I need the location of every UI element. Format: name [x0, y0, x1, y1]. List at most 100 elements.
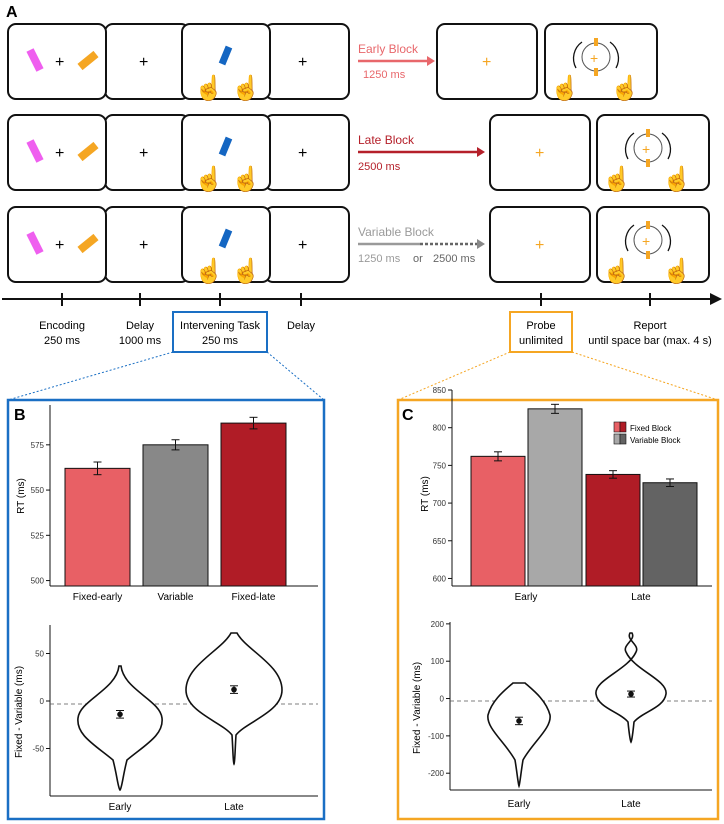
trial-row-variable: + + + ☝ ☝ Variable Block 1250 ms or 2500… [7, 206, 710, 285]
y-tick-label: 50 [35, 650, 44, 659]
rotate-left-arrow [572, 41, 583, 69]
zoom-connector [397, 351, 511, 401]
legend-label: Variable Block [630, 436, 682, 445]
bars [470, 403, 698, 587]
y-tick-label: 650 [433, 537, 447, 546]
x-tick-label: Early [515, 592, 538, 603]
probe-cross: + [535, 145, 544, 162]
orange-bar [77, 141, 99, 162]
fixation-cross: + [139, 145, 148, 162]
bar-late-fixed [585, 473, 641, 587]
x-tick-label: Late [224, 802, 244, 813]
report-cross: + [590, 50, 598, 66]
legend-swatch-fixed-early [613, 421, 621, 433]
right-hand-icon: ☝ [662, 164, 692, 193]
violin-summaries [116, 685, 238, 719]
timeline-label: Intervening Task [180, 320, 260, 332]
y-tick-label: 575 [31, 441, 45, 450]
magenta-bar [26, 48, 44, 72]
report-cross: + [642, 233, 650, 249]
violin-early [487, 682, 551, 789]
block-timing: 2500 ms [433, 253, 476, 265]
fixation-cross: + [139, 54, 148, 71]
timeline-duration: 250 ms [202, 335, 239, 347]
screen-probe [436, 23, 538, 100]
y-tick-label: 700 [433, 499, 447, 508]
task-highlight-box [172, 311, 268, 353]
x-tick-label: Early [508, 799, 531, 810]
zoom-connector [7, 351, 174, 401]
left-hand-icon: ☝ [194, 164, 224, 193]
y-tick-label: 500 [31, 577, 45, 586]
rotate-right-arrow [661, 224, 672, 252]
block-label: Late Block [358, 133, 415, 147]
timeline-arrowhead [710, 293, 722, 305]
bar-early-variable [527, 408, 583, 587]
magenta-bar [26, 139, 44, 163]
y-tick-label: 600 [433, 574, 447, 583]
screen-encoding [7, 23, 107, 100]
violin-late [185, 632, 283, 766]
left-hand-icon: ☝ [194, 256, 224, 285]
y-axis-label: RT (ms) [420, 476, 431, 512]
timeline-label: Encoding [39, 320, 85, 332]
timeline-label: Delay [126, 320, 155, 332]
orange-bar [77, 50, 99, 71]
block-or: or [413, 253, 423, 265]
left-hand-icon: ☝ [550, 73, 580, 102]
timeline: Encoding 250 ms Delay 1000 ms Intervenin… [2, 293, 722, 353]
zoom-connector [266, 351, 325, 401]
y-ticks: 500-50 [32, 650, 50, 754]
blue-bar [218, 45, 233, 66]
bar-fixed-late [220, 422, 287, 587]
right-hand-icon: ☝ [231, 73, 261, 102]
x-tick-labels: Early Late [515, 592, 652, 603]
probe-cross: + [535, 237, 544, 254]
x-tick-label: Early [109, 802, 132, 813]
zoom-connector [571, 351, 719, 401]
panel-label-a: A [6, 4, 18, 21]
panel-b-frame [6, 398, 326, 821]
right-hand-icon: ☝ [231, 164, 261, 193]
legend-label: Fixed Block [630, 424, 672, 433]
bars [64, 416, 287, 587]
left-hand-icon: ☝ [602, 164, 632, 193]
probe-highlight-box [509, 311, 573, 353]
panel-label-c: C [402, 407, 414, 424]
y-tick-label: 850 [433, 386, 447, 395]
violin-early [77, 665, 163, 792]
blue-bar [218, 228, 233, 249]
y-tick-label: 0 [40, 697, 45, 706]
trial-row-late: + + + ☝ ☝ Late Block 2500 ms + + ☝ ☝ [7, 114, 710, 193]
mean-point [231, 686, 237, 693]
y-tick-label: 525 [31, 531, 45, 540]
y-axis-label: RT (ms) [16, 478, 27, 514]
screen-encoding [7, 114, 107, 191]
x-tick-labels: Early Late [109, 802, 245, 813]
left-hand-icon: ☝ [602, 256, 632, 285]
fixation-cross: + [298, 145, 307, 162]
timeline-label: Report [633, 320, 666, 332]
panel-c-frame [396, 398, 720, 821]
x-tick-label: Fixed-late [232, 592, 276, 603]
mean-point [516, 718, 522, 724]
timeline-duration: 250 ms [44, 335, 81, 347]
x-tick-label: Late [631, 592, 651, 603]
bar-variable [142, 444, 209, 587]
rotate-right-arrow [661, 132, 672, 160]
violin-summaries [515, 690, 635, 726]
bar-fixed-early [64, 467, 131, 587]
magenta-bar [26, 231, 44, 255]
fixation-cross: + [298, 54, 307, 71]
left-hand-icon: ☝ [194, 73, 224, 102]
y-tick-label: 750 [433, 461, 447, 470]
screen-probe [489, 114, 591, 191]
screen-report [544, 23, 658, 100]
